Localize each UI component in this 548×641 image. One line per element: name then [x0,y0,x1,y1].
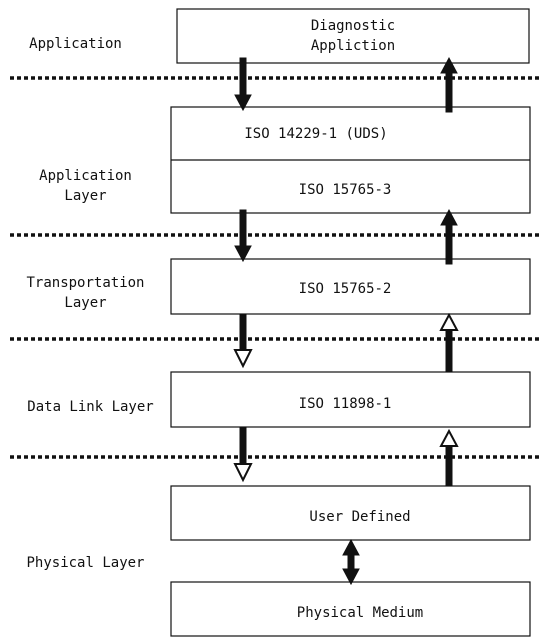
arrow-down-icon [233,427,253,483]
box-iso-15765-3-text: ISO 15765-3 [298,182,392,198]
box-iso-11898-1 [170,371,531,428]
layer-label-application-layer: Application Layer [39,168,132,204]
box-iso-11898-1-text: ISO 11898-1 [298,396,392,412]
box-diagnostic-application [176,8,530,64]
arrow-down-icon [234,209,252,263]
arrow-up-icon [440,56,458,113]
arrow-down-icon [234,57,252,112]
box-physical-medium-text: Physical Medium [296,605,424,621]
box-iso-15765-2 [170,258,531,315]
box-user-defined [170,485,531,541]
box-iso-14229-1-text: ISO 14229-1 (UDS) [244,126,388,142]
box-diagnostic-application-text: Diagnostic Appliction [310,18,396,54]
box-iso-15765-2-text: ISO 15765-2 [298,281,392,297]
arrow-up-icon [439,428,459,487]
layer-label-data-link-layer: Data Link Layer [27,399,154,415]
layer-label-transportation-layer: Transportation Layer [26,275,145,311]
layer-label-application: Application [29,36,122,52]
arrow-up-icon [439,312,459,373]
arrow-down-icon [233,313,253,369]
box-physical-medium [170,581,531,637]
box-user-defined-text: User Defined [309,509,411,525]
arrow-bidirectional-icon [342,538,360,586]
arrow-up-icon [440,208,458,265]
layer-label-physical-layer: Physical Layer [26,555,145,571]
